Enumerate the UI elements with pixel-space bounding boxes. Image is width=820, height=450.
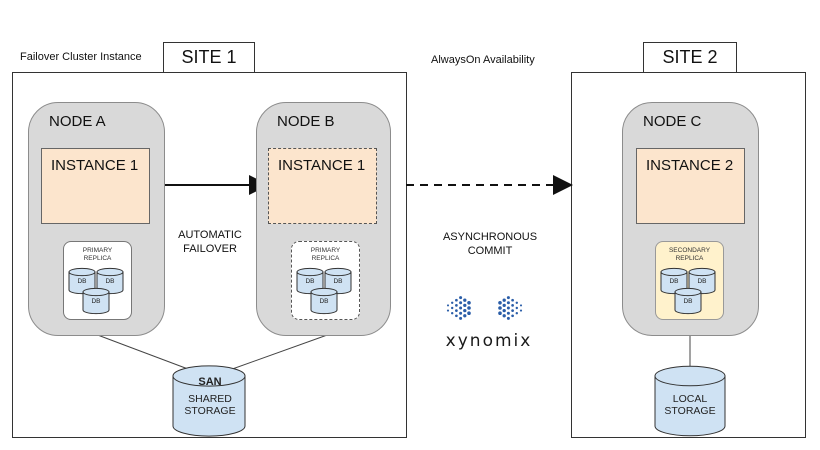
db-label: DB — [669, 278, 678, 285]
replica-label: PRIMARY REPLICA — [82, 247, 113, 262]
logo-dot — [455, 304, 458, 307]
db-label: DB — [683, 298, 692, 305]
db-label: DB — [697, 278, 706, 285]
node-c-title: NODE C — [643, 113, 702, 130]
logo-dot — [446, 304, 450, 307]
db-cylinder: DB — [674, 287, 702, 315]
logo-dot — [511, 309, 514, 312]
logo-dot — [502, 308, 506, 313]
logo-dot — [519, 309, 523, 312]
logo-dot — [463, 308, 467, 313]
site2-label: SITE 2 — [643, 42, 737, 73]
logo-dot — [446, 309, 450, 312]
logo-dot — [498, 306, 502, 310]
logo-dot — [506, 306, 510, 310]
db-cylinder: DB — [688, 267, 716, 295]
db-cylinder: DB — [82, 287, 110, 315]
logo-dot — [459, 311, 463, 315]
logo-dot — [519, 304, 523, 307]
local-storage-label: LOCAL STORAGE — [664, 393, 716, 417]
logo-dot — [515, 312, 518, 315]
node-a-title: NODE A — [49, 113, 106, 130]
logo-dot — [498, 311, 502, 316]
logo-dot — [451, 312, 454, 315]
db-cylinder: DB — [660, 267, 688, 295]
logo-dot — [455, 314, 458, 318]
logo-dot — [467, 311, 471, 316]
node-b-title: NODE B — [277, 113, 335, 130]
logo-dot — [459, 306, 463, 310]
logo-text: xynomix — [445, 331, 533, 351]
db-cylinder: DB — [324, 267, 352, 295]
logo-dot — [498, 301, 502, 305]
logo-dot — [467, 301, 471, 305]
db-cylinder: DB — [310, 287, 338, 315]
node-a-instance: INSTANCE 1 — [41, 148, 150, 224]
node-c-instance: INSTANCE 2 — [636, 148, 745, 224]
logo-dot — [502, 314, 506, 318]
db-label: DB — [333, 278, 342, 285]
logo-dot — [502, 303, 506, 308]
logo-dot — [511, 304, 514, 307]
logo-dot — [459, 316, 463, 320]
db-label: DB — [305, 278, 314, 285]
logo-dot — [451, 306, 454, 310]
local-storage-cylinder — [654, 365, 726, 437]
logo-dot — [459, 301, 463, 305]
logo-dot — [515, 306, 518, 310]
node-a-san-line — [94, 333, 197, 373]
failover-cluster-label: Failover Cluster Instance — [20, 51, 142, 63]
san-cylinder — [172, 365, 246, 437]
db-cylinder: DB — [68, 267, 96, 295]
logo-dot — [463, 298, 467, 302]
logo-dot — [506, 301, 510, 305]
logo-dot — [459, 296, 463, 300]
logo-dot — [506, 316, 510, 320]
db-label: DB — [319, 298, 328, 305]
automatic-failover-label: AUTOMATIC FAILOVER — [178, 229, 242, 255]
logo-dot — [502, 298, 506, 302]
replica-label: PRIMARY REPLICA — [310, 247, 341, 262]
alwayson-label: AlwaysOn Availability — [431, 54, 535, 66]
logo-dot — [467, 306, 471, 310]
logo-dot — [455, 298, 458, 302]
logo-dot — [515, 301, 518, 304]
logo-dot — [506, 311, 510, 315]
db-label: DB — [77, 278, 86, 285]
logo-dot — [451, 301, 454, 304]
logo-dot — [463, 303, 467, 308]
logo-dot — [511, 314, 514, 318]
db-label: DB — [91, 298, 100, 305]
logo-dot — [511, 298, 514, 302]
db-cylinder: DB — [96, 267, 124, 295]
logo-dot — [506, 296, 510, 300]
site1-label: SITE 1 — [163, 42, 255, 73]
san-title: SAN — [198, 376, 222, 388]
async-commit-label: ASYNCHRONOUS COMMIT — [442, 231, 538, 257]
logo-dot — [455, 309, 458, 312]
node-b-san-line — [223, 333, 331, 373]
logo-dot — [463, 314, 467, 318]
replica-label: SECONDARY REPLICA — [668, 247, 711, 262]
db-label: DB — [105, 278, 114, 285]
shared-storage-label: SHARED STORAGE — [184, 393, 236, 417]
node-b-instance: INSTANCE 1 — [268, 148, 377, 224]
